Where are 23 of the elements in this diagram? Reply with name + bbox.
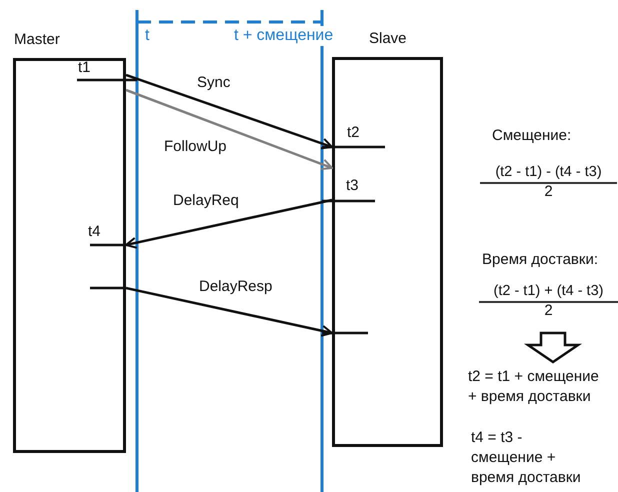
formula-text: t2 = t1 + смещение + время доставки — [468, 367, 600, 407]
message-arrow — [125, 198, 332, 249]
timestamp-label: t2 — [347, 123, 361, 143]
fraction-numerator: (t2 - t1) - (t4 - t3) — [480, 162, 617, 184]
formula-text: Смещение: — [492, 126, 572, 146]
edge-label: FollowUp — [162, 138, 229, 155]
clock-heading: Slave — [369, 30, 407, 47]
edge-label: DelayResp — [197, 278, 274, 295]
fraction-denominator: 2 — [543, 301, 554, 321]
fraction-denominator: 2 — [543, 182, 554, 202]
clock-heading: Master — [14, 31, 60, 48]
formula-text: t4 = t3 - смещение + время доставки — [471, 428, 582, 488]
fraction-numerator: (t2 - t1) + (t4 - t3) — [479, 281, 618, 303]
formula-text: Время доставки: — [482, 250, 600, 270]
time-axis-label: t + смещение — [232, 26, 336, 46]
timestamp-label: t3 — [346, 176, 360, 196]
timestamp-label: t4 — [88, 222, 102, 242]
edge-label: DelayReq — [171, 192, 241, 209]
message-arrow — [126, 74, 333, 150]
message-arrow — [126, 88, 333, 170]
edge-label: Sync — [195, 74, 232, 91]
message-arrow — [126, 286, 333, 337]
timestamp-label: t1 — [78, 58, 92, 78]
